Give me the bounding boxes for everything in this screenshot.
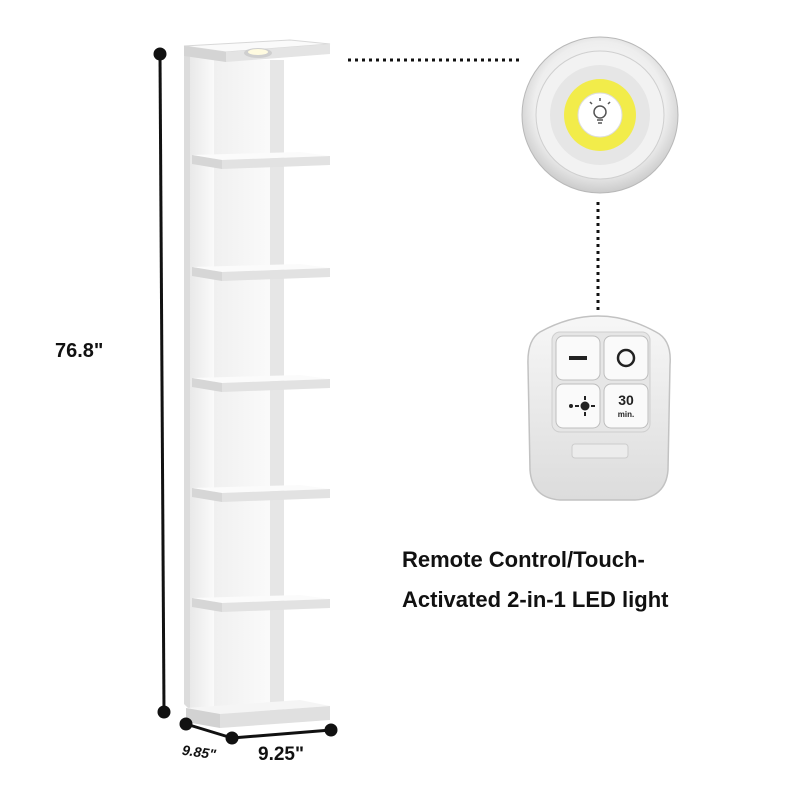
shelf-bottom: [186, 700, 330, 728]
shelf-board-3: [192, 375, 330, 392]
timer-number: 30: [618, 392, 634, 408]
brightness-button[interactable]: [555, 383, 601, 429]
off-button[interactable]: [555, 335, 601, 381]
remote-control: 30 min.: [527, 315, 671, 501]
shelf-board-1: [192, 152, 330, 169]
caption-line-1: Remote Control/Touch-: [402, 547, 645, 572]
shelf-board-2: [192, 264, 330, 281]
width-label: 9.25": [258, 744, 304, 765]
product-caption: Remote Control/Touch- Activated 2-in-1 L…: [402, 540, 782, 620]
circle-icon: [616, 348, 636, 368]
corner-shelf: [183, 39, 331, 728]
shelf-board-4: [192, 485, 330, 502]
bulb-icon: [589, 98, 611, 124]
minus-icon: [569, 356, 587, 360]
sun-icon: [569, 396, 595, 416]
caption-line-2: Activated 2-in-1 LED light: [402, 587, 669, 612]
height-label: 76.8": [55, 340, 104, 362]
height-dimension-line: [153, 47, 171, 719]
led-puck-light: [521, 36, 679, 194]
shelf-board-5: [192, 595, 330, 612]
width-dimension-line: [231, 723, 338, 740]
timer-button[interactable]: 30 min.: [603, 383, 649, 429]
on-button[interactable]: [603, 335, 649, 381]
battery-slot: [571, 443, 629, 459]
timer-unit: min.: [618, 410, 634, 419]
shelf-top: [183, 39, 331, 62]
